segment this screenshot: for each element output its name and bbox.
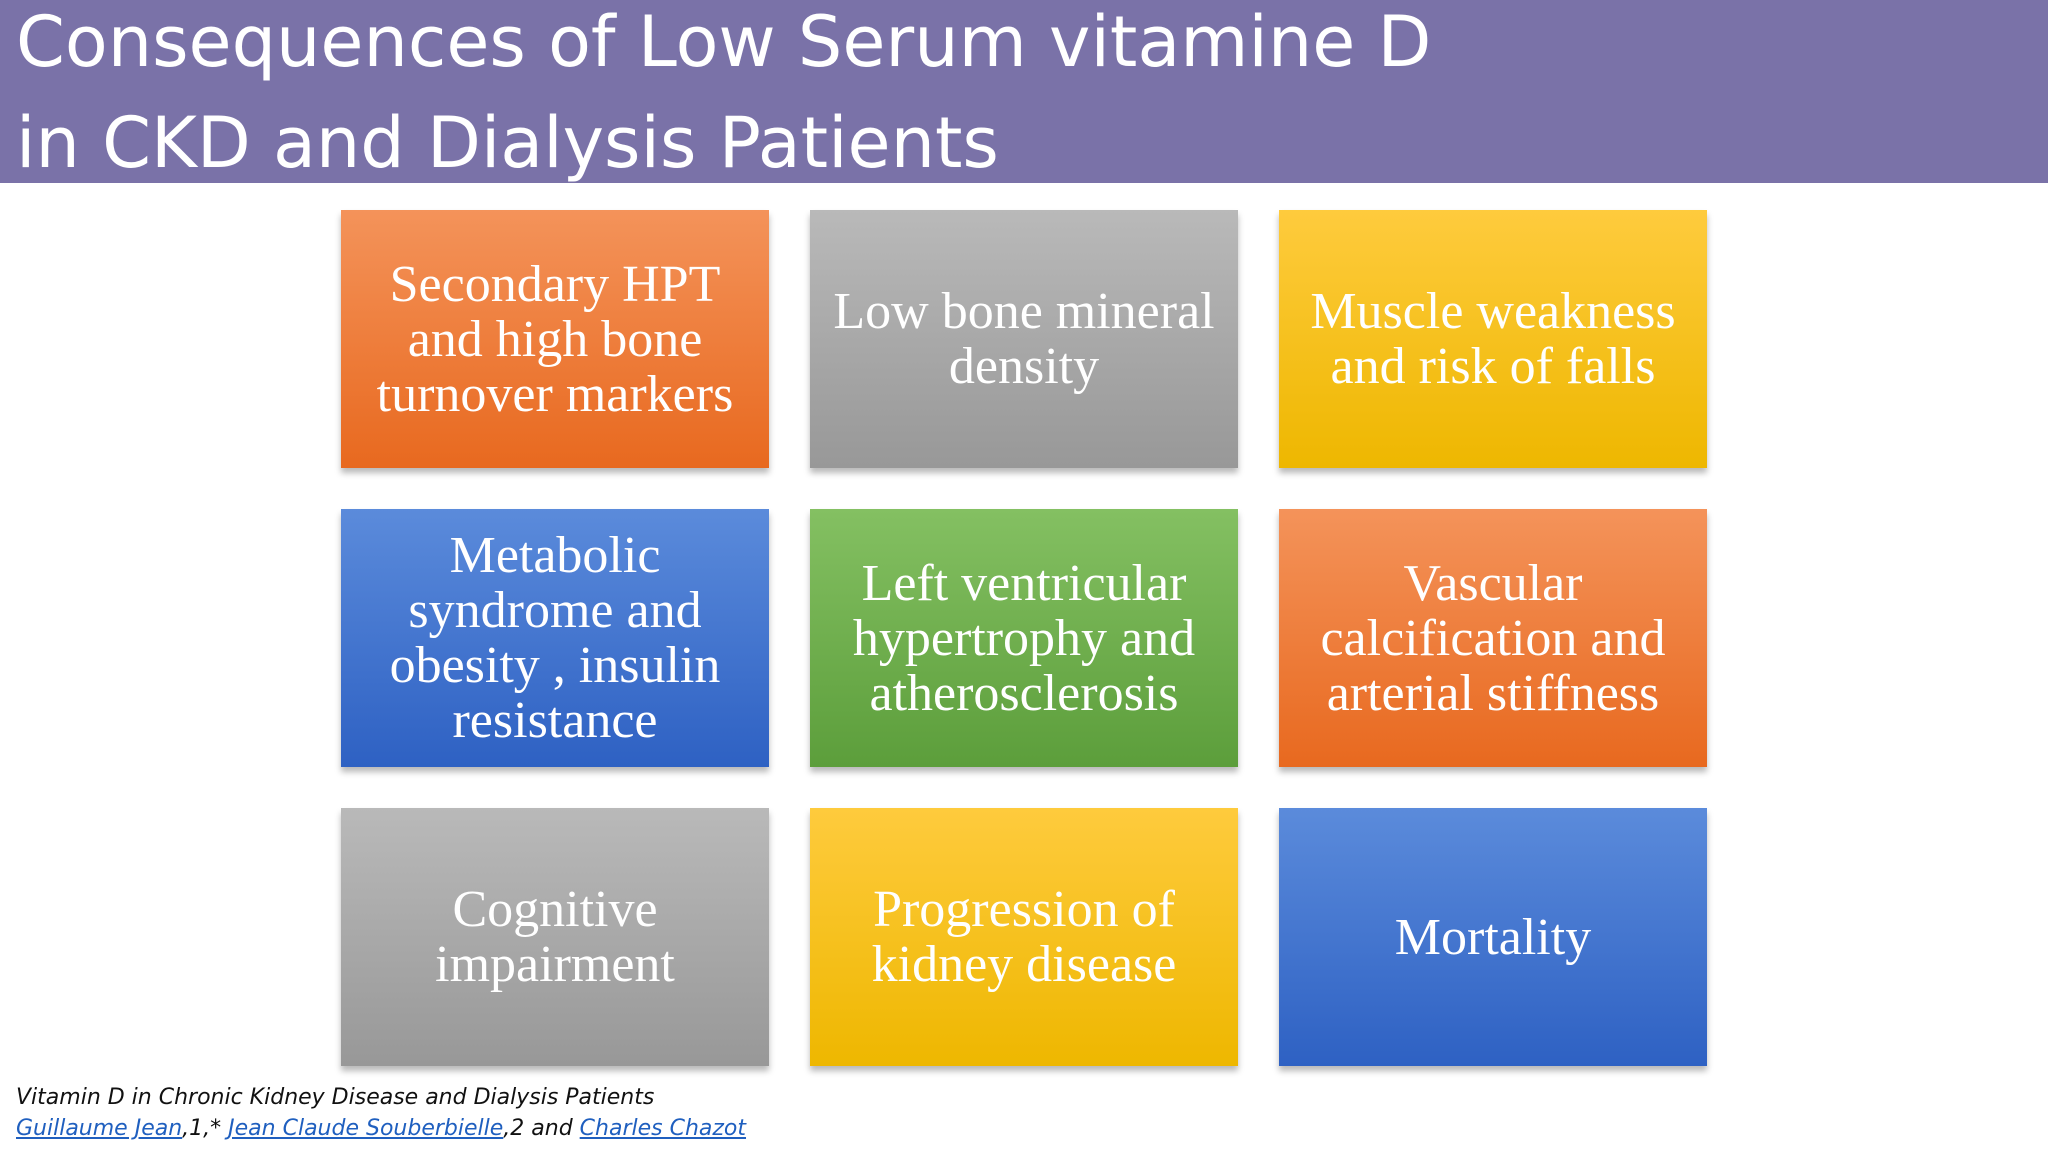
slide-title-line-2: in CKD and Dialysis Patients xyxy=(16,102,999,184)
citation: Vitamin D in Chronic Kidney Disease and … xyxy=(16,1082,746,1144)
author-link-guillaume-jean[interactable]: Guillaume Jean xyxy=(16,1116,183,1141)
citation-paper-title: Vitamin D in Chronic Kidney Disease and … xyxy=(16,1085,655,1110)
tile-progression-kidney-disease: Progression of kidney disease xyxy=(810,808,1238,1066)
tile-left-ventricular-hypertrophy: Left ventricular hypertrophy and atheros… xyxy=(810,509,1238,767)
tile-cognitive-impairment: Cognitive impairment xyxy=(341,808,769,1066)
tile-muscle-weakness: Muscle weakness and risk of falls xyxy=(1279,210,1707,468)
title-bar: Consequences of Low Serum vitamine D in … xyxy=(0,0,2048,184)
tile-metabolic-syndrome: Metabolic syndrome and obesity , insulin… xyxy=(341,509,769,767)
citation-separator-1: ,1,* xyxy=(182,1116,229,1141)
tile-mortality: Mortality xyxy=(1279,808,1707,1066)
tile-low-bone-mineral-density: Low bone mineral density xyxy=(810,210,1238,468)
tile-secondary-hpt: Secondary HPT and high bone turnover mar… xyxy=(341,210,769,468)
author-link-charles-chazot[interactable]: Charles Chazot xyxy=(579,1116,747,1141)
author-link-jean-claude-souberbielle[interactable]: Jean Claude Souberbielle xyxy=(228,1116,504,1141)
citation-separator-2: ,2 and xyxy=(503,1116,580,1141)
tile-vascular-calcification: Vascular calcification and arterial stif… xyxy=(1279,509,1707,767)
citation-authors: Guillaume Jean,1,* Jean Claude Souberbie… xyxy=(16,1113,746,1144)
slide-title-line-1: Consequences of Low Serum vitamine D xyxy=(16,1,1432,83)
consequences-grid: Secondary HPT and high bone turnover mar… xyxy=(341,210,1708,1066)
